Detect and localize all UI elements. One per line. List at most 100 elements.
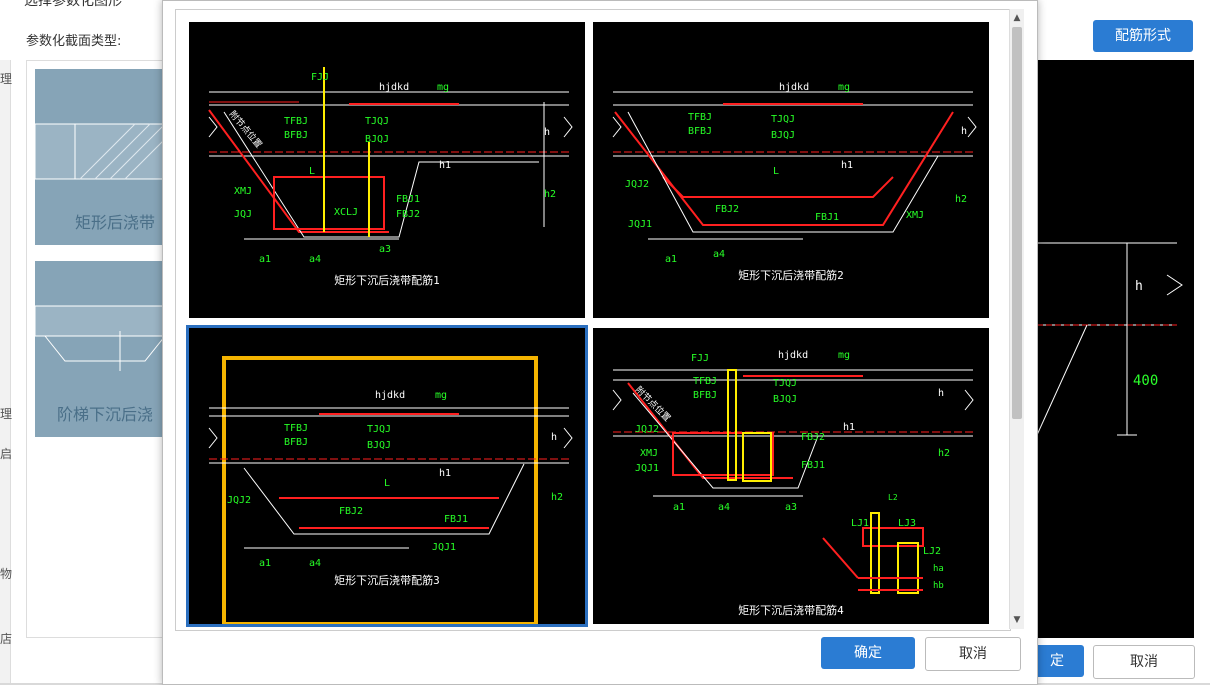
label-bjqj: BJQJ: [367, 440, 391, 451]
edge-char: 理: [0, 407, 13, 421]
cancel-button[interactable]: 取消: [925, 637, 1021, 671]
ok-button[interactable]: 确定: [821, 637, 915, 669]
section-type-gallery: 矩形后浇带 阶梯下沉后浇: [26, 60, 168, 638]
label-fbj2: FBJ2: [396, 209, 420, 220]
section-thumb-step[interactable]: 阶梯下沉后浇: [35, 261, 165, 437]
label-hjdkd: hjdkd: [379, 82, 409, 93]
pattern-3-drawing: hjdkd mg TFBJ BFBJ TJQJ BJQJ h h1 h2 L J…: [208, 356, 573, 626]
label-jqj: JQJ: [234, 209, 252, 220]
label-hjdkd: hjdkd: [779, 82, 809, 93]
label-tjqj: TJQJ: [365, 116, 389, 127]
label-fbj2: FBJ2: [339, 506, 363, 517]
label-hjdkd: hjdkd: [375, 390, 405, 401]
edge-char: 启: [0, 447, 13, 461]
label-h2: h2: [544, 189, 556, 200]
label-tjqj: TJQJ: [771, 114, 795, 125]
label-h2: h2: [938, 448, 950, 459]
label-l2: L2: [888, 493, 898, 502]
label-h1: h1: [843, 422, 855, 433]
label-xmj: XMJ: [640, 448, 658, 459]
pattern-2-drawing: hjdkd mg TFBJ BFBJ TJQJ BJQJ h h1 h2 L J…: [612, 82, 977, 282]
label-a1: a1: [673, 502, 685, 513]
label-jqj1: JQJ1: [432, 542, 456, 553]
label-h1: h1: [439, 468, 451, 479]
label-a4: a4: [309, 254, 321, 265]
label-tjqj: TJQJ: [367, 424, 391, 435]
label-fbj1: FBJ1: [815, 212, 839, 223]
scroll-down-icon[interactable]: ▼: [1013, 615, 1021, 625]
pattern-cell-1[interactable]: FJJ hjdkd mg TFBJ BFBJ TJQJ BJQJ h h1 h2…: [189, 22, 585, 318]
label-a3: a3: [379, 244, 391, 255]
label-xmj: XMJ: [234, 186, 252, 197]
rebar-form-button[interactable]: 配筋形式: [1093, 20, 1193, 52]
pattern-cell-3[interactable]: hjdkd mg TFBJ BFBJ TJQJ BJQJ h h1 h2 L J…: [186, 325, 588, 627]
label-l: L: [773, 166, 779, 177]
label-mg: mg: [838, 350, 850, 361]
label-ha: ha: [933, 564, 944, 574]
label-a3: a3: [785, 502, 797, 513]
scroll-thumb[interactable]: [1012, 27, 1022, 419]
label-h1: h1: [841, 160, 853, 171]
pattern-1-drawing: FJJ hjdkd mg TFBJ BFBJ TJQJ BJQJ h h1 h2…: [208, 67, 573, 287]
label-jqj2: JQJ2: [625, 179, 649, 190]
pattern-grid: FJJ hjdkd mg TFBJ BFBJ TJQJ BJQJ h h1 h2…: [175, 9, 1011, 631]
label-xclj: XCLJ: [334, 207, 358, 218]
label-fbj2: FBJ2: [801, 432, 825, 443]
label-mg: mg: [838, 82, 850, 93]
pattern-cell-4[interactable]: FJJ hjdkd mg TFBJ BFBJ TJQJ BJQJ h h1 h2…: [593, 328, 989, 624]
pattern-cell-2[interactable]: hjdkd mg TFBJ BFBJ TJQJ BJQJ h h1 h2 L J…: [593, 22, 989, 318]
label-jqj2: JQJ2: [227, 495, 251, 506]
label-mg: mg: [435, 390, 447, 401]
left-edge-panel: 理 理 启 物 店: [0, 60, 13, 683]
pattern-caption: 矩形下沉后浇带配筋2: [738, 268, 844, 282]
thumb-rect-drawing: [35, 123, 165, 180]
label-l: L: [384, 478, 390, 489]
label-h: h: [551, 432, 557, 443]
label-lj3: LJ3: [898, 518, 916, 529]
label-l: L: [309, 166, 315, 177]
label-bfbj: BFBJ: [688, 126, 712, 137]
label-a4: a4: [718, 502, 730, 513]
label-bjqj: BJQJ: [773, 394, 797, 405]
scroll-up-icon[interactable]: ▲: [1013, 13, 1021, 23]
thumb-caption: 矩形后浇带: [75, 213, 156, 232]
label-fjj: FJJ: [311, 72, 329, 83]
section-type-label: 参数化截面类型:: [26, 34, 122, 49]
label-mg: mg: [437, 82, 449, 93]
label-jqj1: JQJ1: [635, 463, 659, 474]
label-bjqj: BJQJ: [365, 134, 389, 145]
background-cancel-button[interactable]: 取消: [1093, 645, 1195, 679]
section-preview: h 400: [1036, 60, 1194, 638]
label-tfbj: TFBJ: [688, 112, 712, 123]
edge-char: 物: [0, 567, 13, 581]
label-tfbj: TFBJ: [284, 423, 308, 434]
label-slope: 附节点位置: [227, 108, 265, 150]
label-h2: h2: [551, 492, 563, 503]
label-tjqj: TJQJ: [773, 378, 797, 389]
label-h: h: [961, 126, 967, 137]
label-a4: a4: [713, 249, 725, 260]
edge-char: 理: [0, 72, 13, 86]
label-h1: h1: [439, 160, 451, 171]
thumb-caption: 阶梯下沉后浇: [57, 405, 154, 424]
label-lj2: LJ2: [923, 546, 941, 557]
section-thumb-rect[interactable]: 矩形后浇带: [35, 69, 165, 245]
label-h: h: [938, 388, 944, 399]
grid-scrollbar[interactable]: ▲ ▼: [1009, 9, 1024, 629]
pattern-caption: 矩形下沉后浇带配筋3: [334, 573, 440, 587]
label-fbj1: FBJ1: [396, 194, 420, 205]
preview-400-label: 400: [1133, 373, 1158, 389]
thumb-step-drawing: [35, 305, 165, 371]
pattern-caption: 矩形下沉后浇带配筋4: [738, 603, 844, 617]
label-slope: 附节点位置: [633, 384, 673, 424]
background-dialog-title: 选择参数化图形: [24, 0, 122, 9]
label-fbj2: FBJ2: [715, 204, 739, 215]
label-bfbj: BFBJ: [284, 130, 308, 141]
pattern-caption: 矩形下沉后浇带配筋1: [334, 273, 440, 287]
preview-h-label: h: [1135, 279, 1143, 294]
rebar-pattern-dialog: FJJ hjdkd mg TFBJ BFBJ TJQJ BJQJ h h1 h2…: [162, 0, 1038, 685]
background-ok-button[interactable]: 定: [1030, 645, 1084, 677]
label-fbj1: FBJ1: [801, 460, 825, 471]
label-hjdkd: hjdkd: [778, 350, 808, 361]
label-tfbj: TFBJ: [284, 116, 308, 127]
